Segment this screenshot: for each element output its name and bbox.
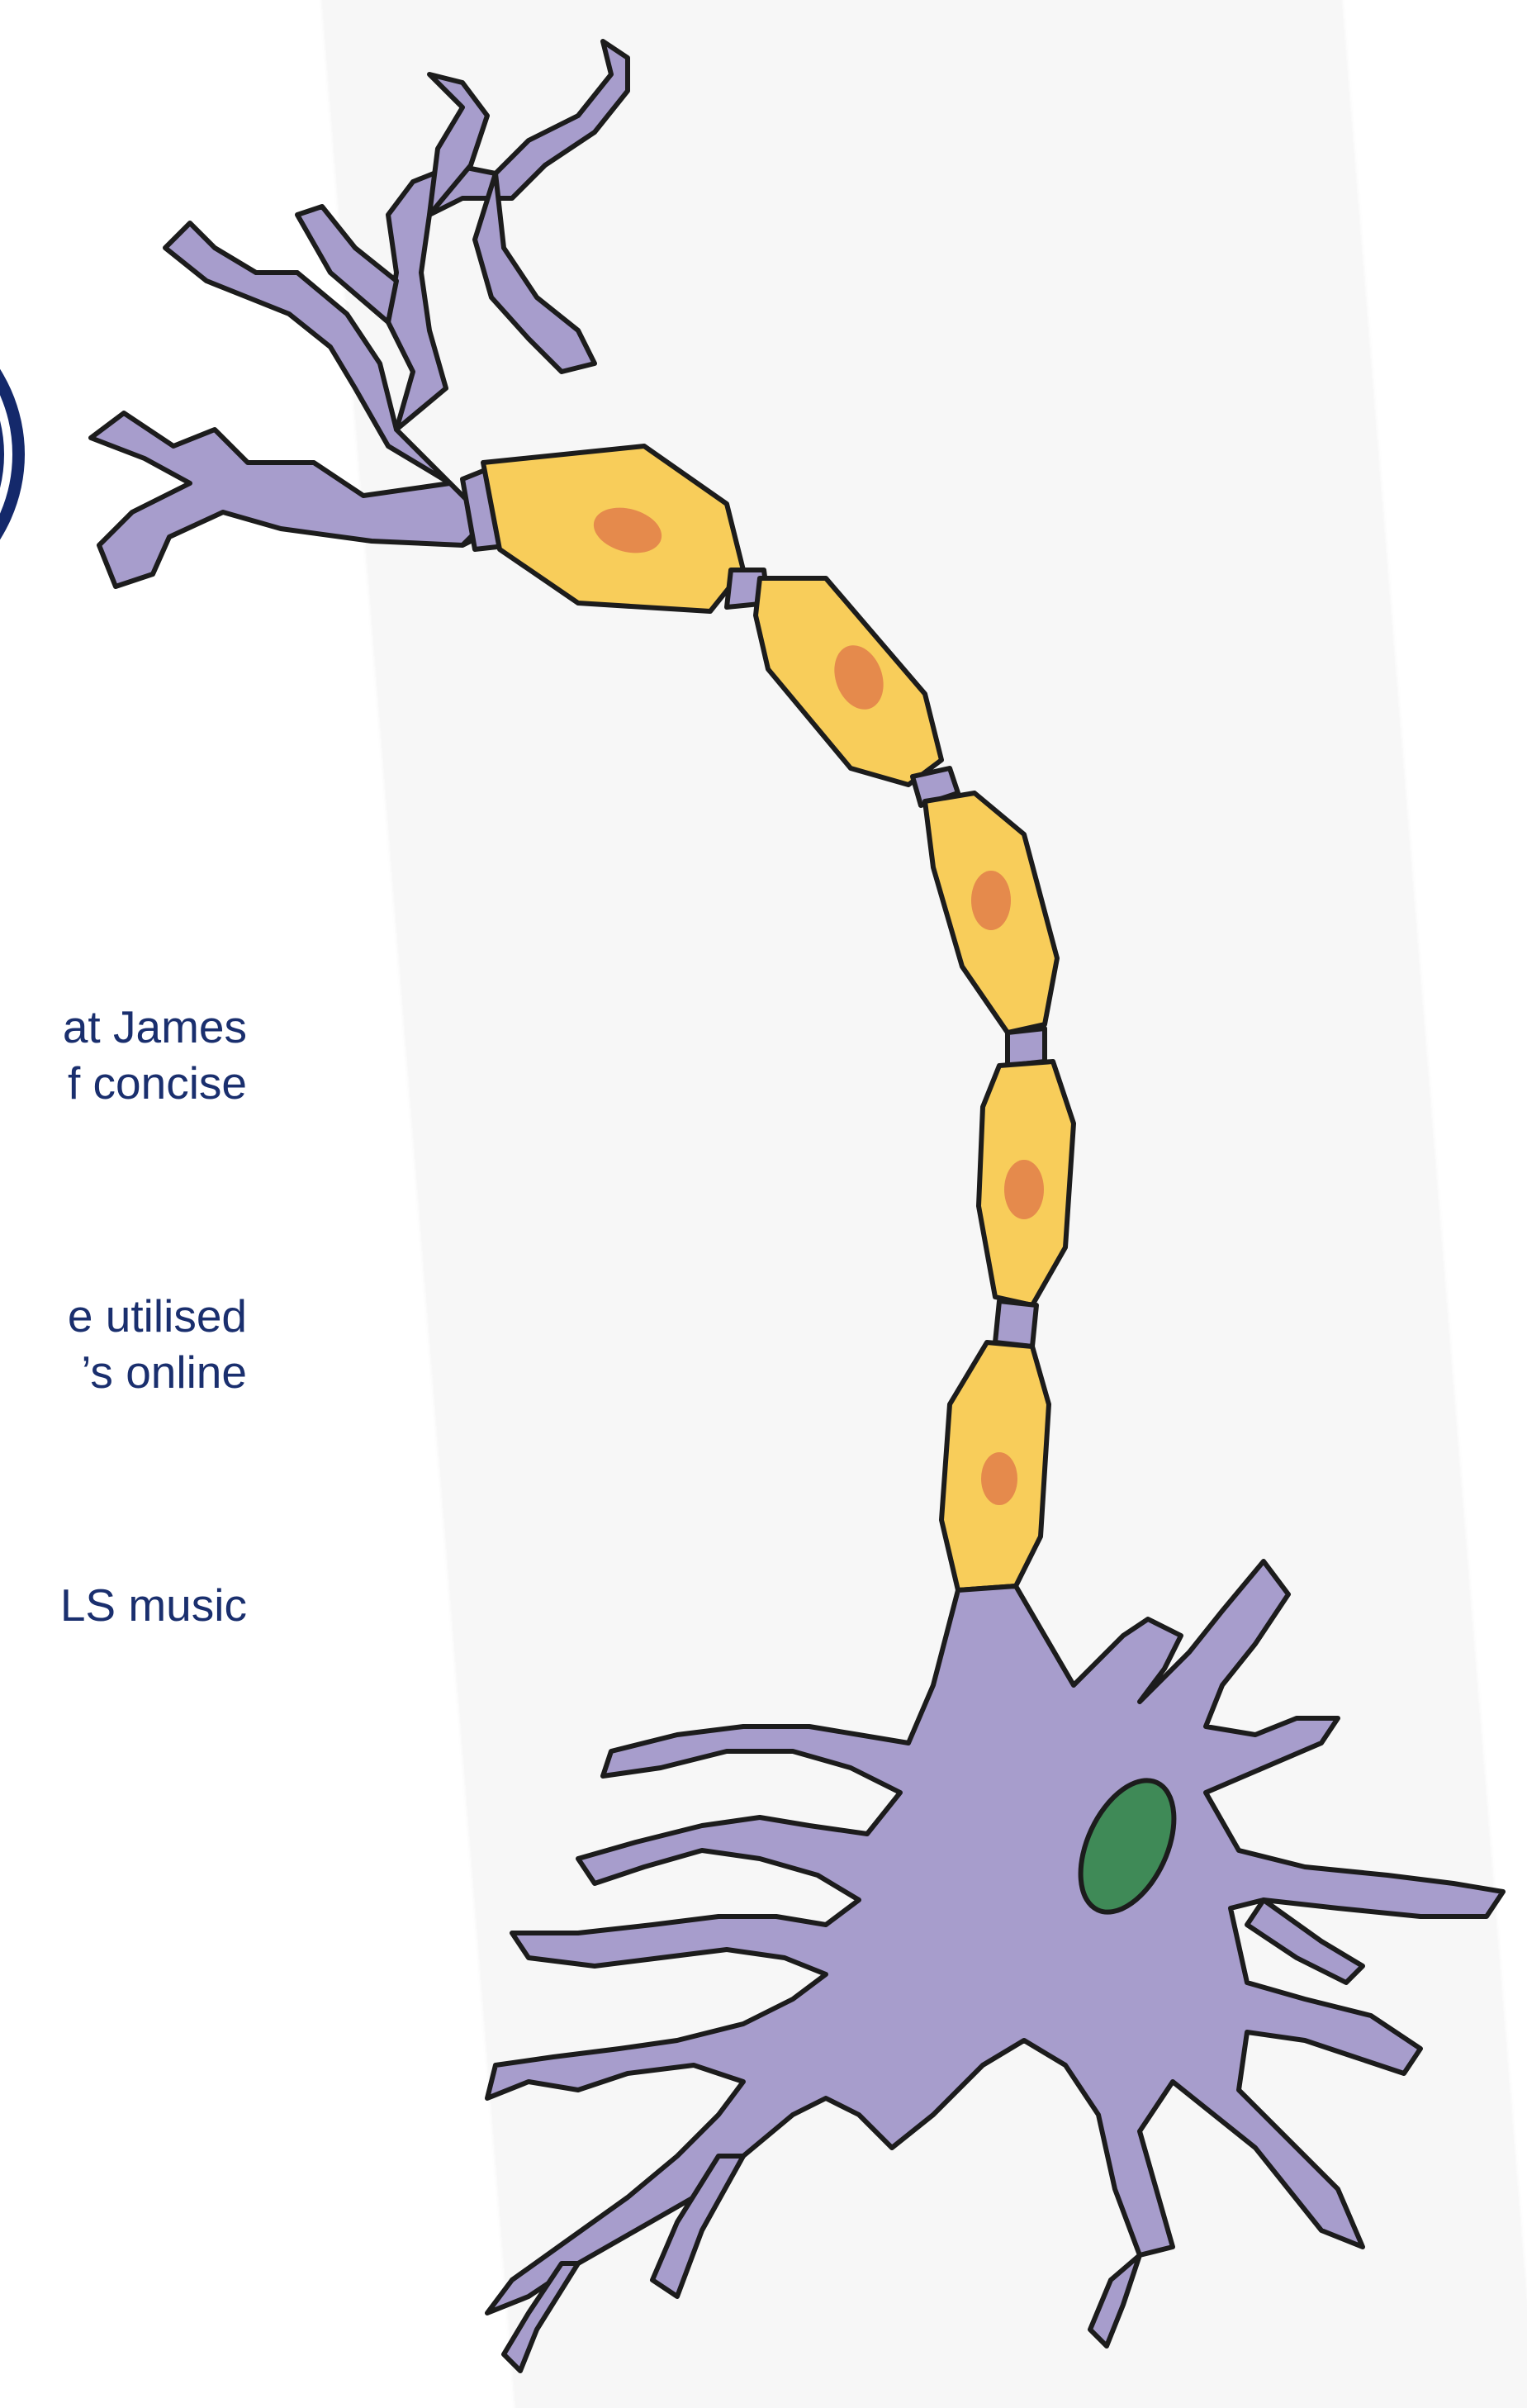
cell-body [487, 1561, 1503, 2313]
para1-line2: f concise [68, 1056, 247, 1110]
para2-line2: ’s online [81, 1345, 247, 1399]
para3-line1: LS music [60, 1578, 247, 1632]
para1-line1: at James [63, 1000, 247, 1054]
upper-dendrites [91, 413, 496, 587]
para2-line1: e utilised [68, 1289, 247, 1343]
